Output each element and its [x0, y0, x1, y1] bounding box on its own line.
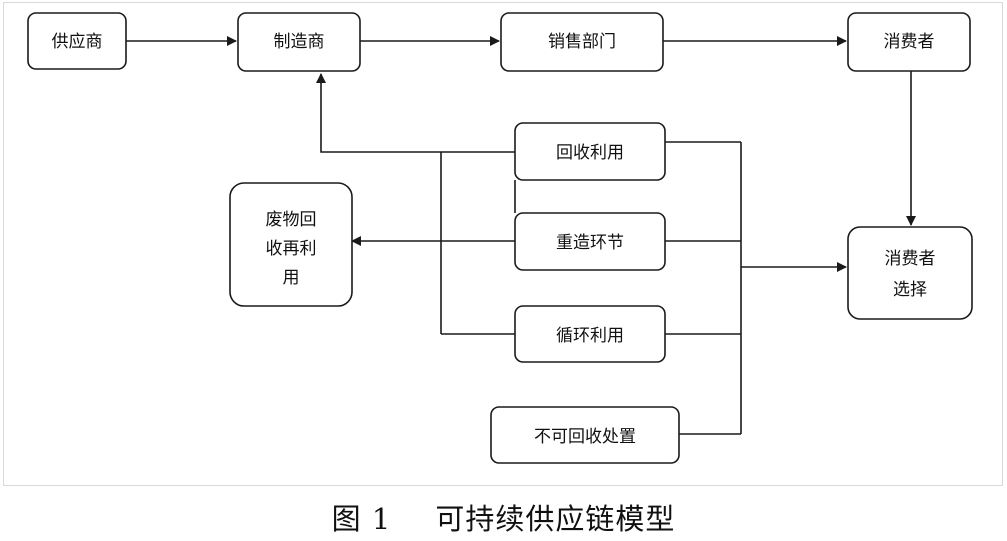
- node-consumer: 消费者: [847, 12, 971, 72]
- node-waste-recycle-line-1: 废物回: [266, 210, 317, 230]
- node-consumer-label: 消费者: [884, 32, 935, 52]
- node-non-recyclable-label: 不可回收处置: [534, 427, 636, 447]
- node-manufacturer: 制造商: [237, 12, 361, 72]
- connectors: [126, 36, 916, 435]
- node-sales: 销售部门: [500, 12, 664, 72]
- figure-caption-title: 可持续供应链模型: [435, 502, 676, 536]
- node-consumer-choice-line-1: 消费者: [885, 249, 936, 269]
- node-sales-label: 销售部门: [548, 32, 616, 52]
- node-circular-use-label: 循环利用: [556, 326, 624, 346]
- node-supplier: 供应商: [27, 12, 127, 70]
- diagram-frame: 供应商 制造商 销售部门 消费者 回收利用 重造环节 废物回 收再利 用: [3, 2, 1003, 486]
- figure-caption-label: 图 1: [331, 502, 392, 536]
- node-recycle-use-label: 回收利用: [556, 143, 624, 163]
- arrow-recycle-to-manufacturer: [316, 73, 515, 153]
- node-supplier-label: 供应商: [52, 32, 103, 52]
- node-remanufacture: 重造环节: [514, 212, 666, 271]
- node-consumer-choice-line-2: 选择: [893, 280, 927, 300]
- node-consumer-choice: 消费者 选择: [847, 226, 973, 320]
- node-recycle-use: 回收利用: [514, 122, 666, 181]
- node-remanufacture-label: 重造环节: [556, 233, 624, 253]
- figure-caption: 图 1 可持续供应链模型: [0, 496, 1007, 538]
- node-circular-use: 循环利用: [514, 305, 666, 363]
- supply-chain-diagram: 供应商 制造商 销售部门 消费者 回收利用 重造环节 废物回 收再利 用: [27, 12, 973, 464]
- node-non-recyclable: 不可回收处置: [490, 406, 680, 464]
- node-waste-recycle-line-3: 用: [283, 268, 300, 288]
- node-waste-recycle: 废物回 收再利 用: [229, 182, 353, 307]
- node-waste-recycle-line-2: 收再利: [266, 239, 317, 259]
- node-manufacturer-label: 制造商: [274, 32, 325, 52]
